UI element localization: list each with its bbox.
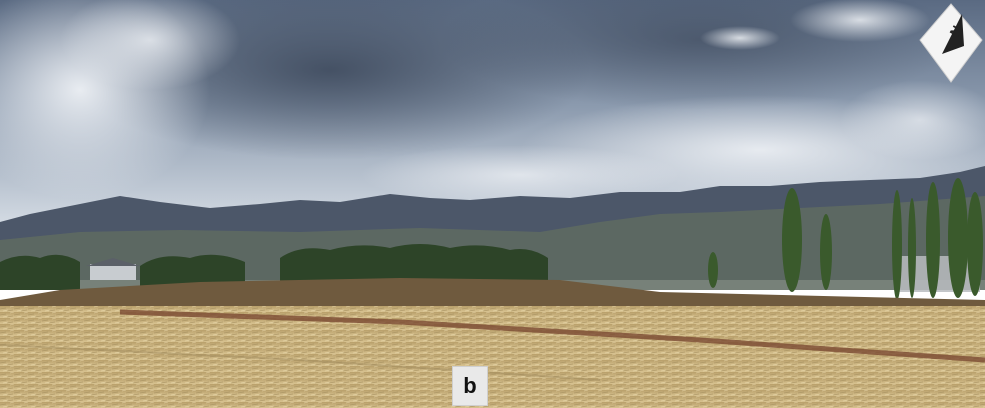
village-house	[90, 264, 136, 280]
north-arrow-icon: N	[919, 3, 983, 83]
field-furrow	[119, 309, 985, 363]
panel-label: b	[452, 366, 488, 406]
mountain-foothills	[0, 196, 985, 290]
treeline	[0, 244, 548, 290]
poplar-trees	[708, 178, 983, 300]
clouds	[0, 0, 985, 205]
ploughed-field	[0, 278, 985, 312]
stubble-field	[0, 306, 985, 408]
